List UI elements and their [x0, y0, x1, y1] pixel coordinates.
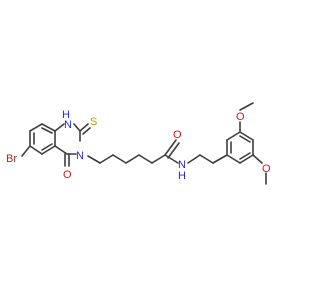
atom-labels: Br H N S N O O N H O O: [6, 109, 271, 182]
ring-nitrogen-1-label: N: [64, 119, 72, 131]
bromine-label: Br: [6, 153, 17, 165]
methoxy-oxygen-top-label: O: [236, 111, 245, 123]
thione-sulfur-label: S: [90, 116, 97, 128]
chemical-structure: Br H N S N O O N H O O: [6, 102, 271, 185]
amide-nitrogen-label: N: [178, 159, 186, 171]
ring-nitrogen-3-label: N: [76, 150, 84, 162]
methoxy-oxygen-right-label: O: [262, 163, 271, 175]
amide-hydrogen-label: H: [178, 170, 186, 182]
ring-nh-hydrogen-label: H: [62, 109, 70, 121]
amide-oxygen-label: O: [173, 129, 182, 141]
bonds: [21, 102, 267, 185]
ring-carbonyl-oxygen-label: O: [63, 169, 72, 181]
